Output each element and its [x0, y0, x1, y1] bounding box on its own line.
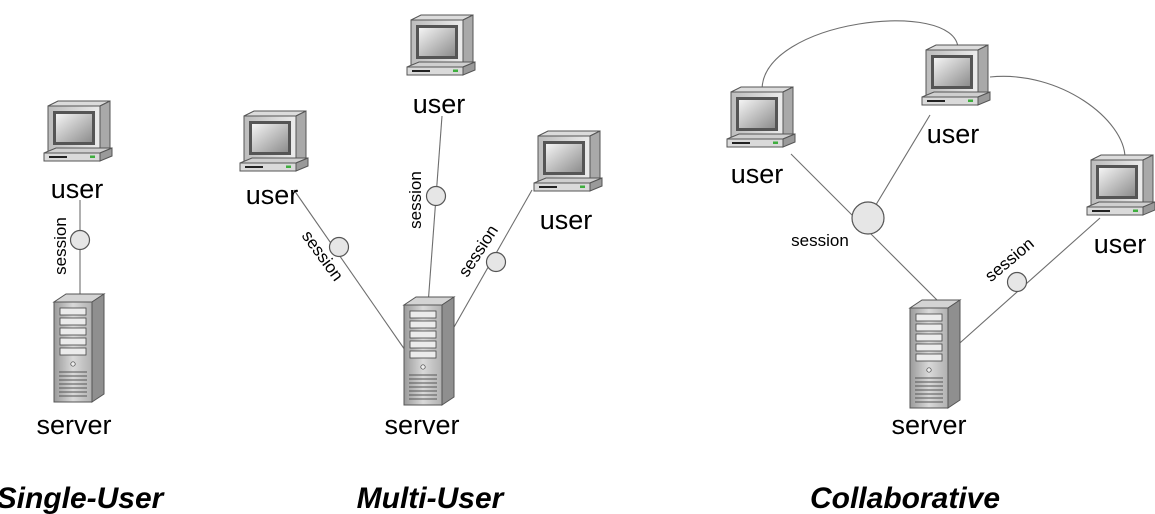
- diagram-title: Single-User: [0, 482, 166, 514]
- session-node-icon: [485, 251, 507, 273]
- connection-line: [440, 189, 533, 351]
- connection-line: [427, 115, 443, 306]
- tower-server-icon: [403, 296, 455, 406]
- desktop-computer-icon: [1086, 154, 1155, 216]
- diagram-title: Multi-User: [357, 482, 506, 514]
- session-node-icon: [851, 201, 885, 235]
- session-node-icon: [1006, 271, 1028, 293]
- desktop-computer-icon: [921, 44, 991, 106]
- desktop-computer-icon: [406, 14, 476, 76]
- user-label: user: [246, 180, 299, 210]
- desktop-computer-icon: [533, 130, 603, 192]
- user-label: user: [540, 205, 593, 235]
- server-label: server: [36, 410, 111, 440]
- desktop-computer-icon: [43, 100, 113, 162]
- session-node-icon: [69, 229, 91, 251]
- connection-line: [867, 114, 931, 219]
- tower-server-icon: [53, 293, 105, 403]
- peer-link: [761, 20, 959, 91]
- server-label: server: [891, 410, 966, 440]
- desktop-computer-icon: [239, 110, 309, 172]
- connection-line: [293, 189, 406, 351]
- desktop-computer-icon: [726, 86, 796, 148]
- user-label: user: [51, 174, 104, 204]
- collaborative-diagram: user user user session session server Co…: [726, 20, 1155, 514]
- multi-user-diagram: user user user session session session s…: [239, 14, 603, 514]
- user-label: user: [413, 89, 466, 119]
- diagram-title: Collaborative: [810, 482, 1000, 514]
- user-label: user: [731, 159, 784, 189]
- session-label: session: [791, 231, 849, 250]
- tower-server-icon: [909, 299, 961, 409]
- session-node-icon: [425, 185, 447, 207]
- session-label: session: [51, 217, 70, 275]
- single-user-diagram: user session server Single-User: [0, 100, 166, 514]
- session-node-icon: [328, 236, 350, 258]
- session-label: session: [406, 171, 425, 229]
- peer-link: [989, 75, 1126, 159]
- user-label: user: [1094, 229, 1147, 259]
- server-label: server: [384, 410, 459, 440]
- user-label: user: [927, 119, 980, 149]
